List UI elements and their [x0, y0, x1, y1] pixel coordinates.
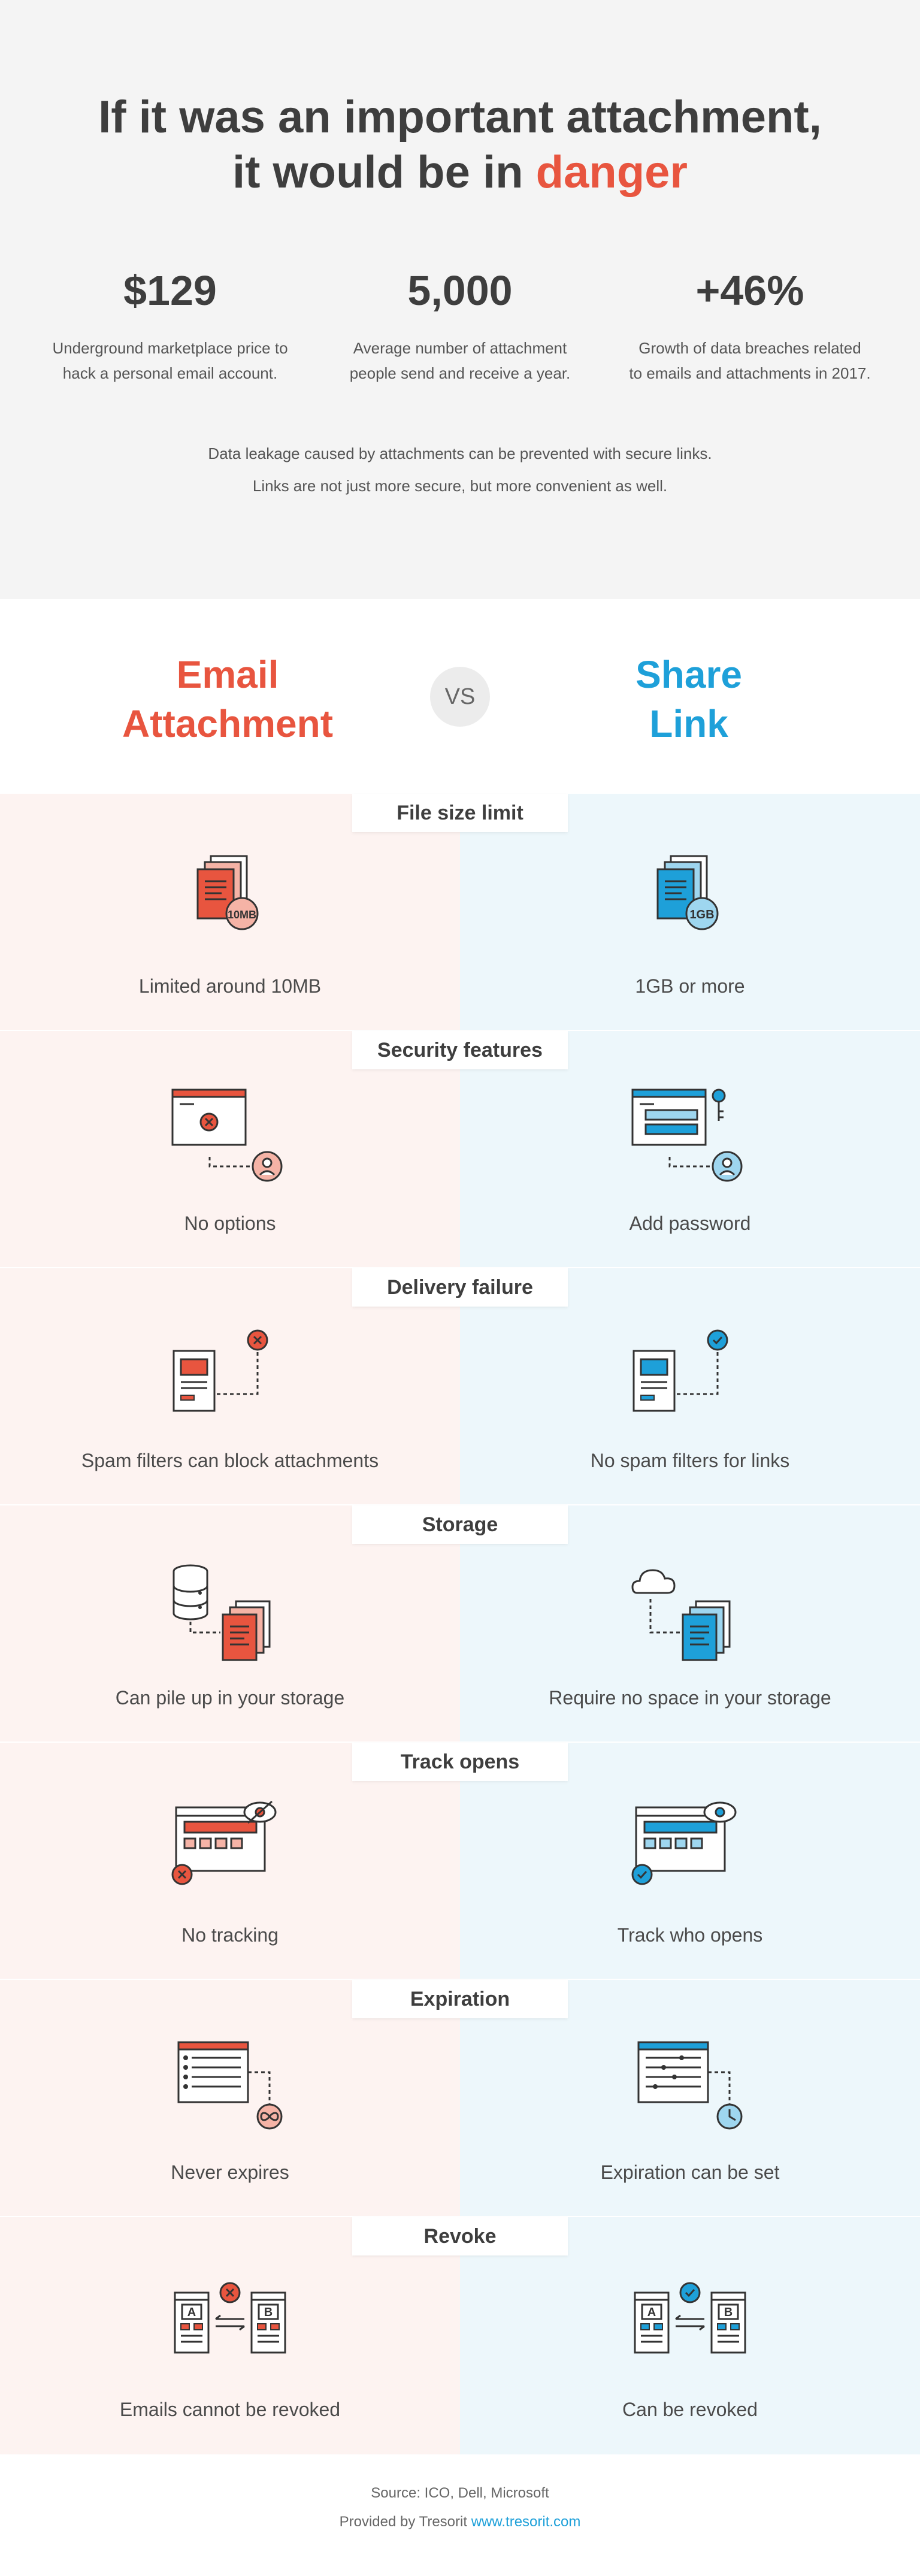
section-track-opens: Track opens [0, 1743, 920, 1981]
svg-text:A: A [647, 2306, 656, 2319]
heading-line: Share [635, 653, 742, 696]
email-label: No tracking [181, 1924, 279, 1946]
title-prefix: it would be in [232, 147, 536, 198]
section-divider [0, 2216, 920, 2218]
section-divider [0, 1267, 920, 1269]
link-label: Track who opens [617, 1924, 763, 1946]
file-stack-icon: 10MB [196, 855, 259, 930]
provided-by: Provided by Tresorit www.tresorit.com [0, 2514, 920, 2530]
email-label: No options [184, 1213, 276, 1234]
svg-text:1GB: 1GB [689, 908, 714, 921]
stat-price: $129 Underground marketplace price to ha… [17, 264, 323, 386]
section-divider [0, 1030, 920, 1032]
svg-text:B: B [264, 2306, 273, 2319]
svg-text:A: A [187, 2306, 196, 2319]
browser-password-icon [631, 1089, 743, 1182]
link-side [460, 1268, 920, 1505]
section-title: Expiration [352, 1980, 568, 2018]
svg-text:B: B [724, 2306, 733, 2319]
section-divider [0, 1504, 920, 1506]
email-label: Can pile up in your storage [115, 1687, 345, 1709]
section-storage: Storage Can pil [0, 1505, 920, 1743]
email-attachment-heading: Email Attachment [36, 650, 419, 748]
email-label: Limited around 10MB [138, 975, 322, 997]
stat-desc-line: Underground marketplace price to [52, 339, 288, 357]
email-label: Never expires [171, 2161, 289, 2183]
vs-badge: VS [430, 667, 490, 727]
share-link-heading: Share Link [497, 650, 880, 748]
comparison-sections: File size limit 10MB 1GB Limited around … [0, 794, 920, 2456]
stat-number: +46% [695, 267, 804, 314]
link-label: Expiration can be set [600, 2161, 780, 2183]
comparison-heading: Email Attachment VS Share Link [0, 599, 920, 794]
phones-exchange-icon: A B [174, 2282, 286, 2354]
link-label: Can be revoked [622, 2399, 758, 2420]
link-side [460, 2217, 920, 2454]
header-section: If it was an important attachment, it wo… [0, 0, 920, 599]
stat-description: Underground marketplace price to hack a … [17, 335, 323, 386]
cloud-files-icon [631, 1569, 731, 1661]
stat-desc-line: Average number of attachment [353, 339, 567, 357]
browser-no-options-icon [171, 1089, 283, 1182]
stat-number: $129 [123, 267, 217, 314]
tresorit-link[interactable]: www.tresorit.com [471, 2514, 581, 2530]
title-line-1: If it was an important attachment, [98, 92, 822, 143]
footer: Source: ICO, Dell, Microsoft Provided by… [0, 2456, 920, 2576]
stat-description: Growth of data breaches related to email… [597, 335, 903, 386]
svg-text:10MB: 10MB [228, 909, 256, 921]
provided-prefix: Provided by Tresorit [339, 2514, 471, 2530]
section-title: Delivery failure [352, 1268, 568, 1307]
stat-number: 5,000 [407, 267, 513, 314]
stat-desc-line: to emails and attachments in 2017. [629, 364, 871, 382]
intro-note: Data leakage caused by attachments can b… [0, 437, 920, 502]
note-line: Data leakage caused by attachments can b… [208, 445, 712, 462]
file-stack-icon: 1GB [656, 855, 719, 930]
stat-desc-line: Growth of data breaches related [638, 339, 861, 357]
heading-line: Attachment [122, 702, 334, 745]
link-label: Require no space in your storage [549, 1687, 831, 1709]
section-title: Security features [352, 1031, 568, 1069]
section-title: Track opens [352, 1743, 568, 1781]
section-title: Storage [352, 1505, 568, 1544]
email-side [0, 1031, 460, 1268]
section-file-size: File size limit 10MB 1GB Limited around … [0, 794, 920, 1032]
email-label: Emails cannot be revoked [119, 2399, 341, 2420]
document-blocked-icon [172, 1329, 268, 1412]
link-label: Add password [629, 1213, 751, 1234]
database-files-icon [172, 1564, 271, 1661]
list-clock-icon [637, 2041, 743, 2130]
stat-attachments: 5,000 Average number of attachment peopl… [307, 264, 613, 386]
section-expiration: Expiration Never expires Expirat [0, 1980, 920, 2218]
source-text: Source: ICO, Dell, Microsoft [371, 2485, 549, 2501]
section-title: Revoke [352, 2217, 568, 2255]
stat-growth: +46% Growth of data breaches related to … [597, 264, 903, 386]
list-infinity-icon [177, 2041, 283, 2130]
section-security: Security features [0, 1031, 920, 1269]
browser-tracking-icon [631, 1801, 737, 1885]
browser-no-tracking-icon [171, 1800, 277, 1885]
note-line: Links are not just more secure, but more… [252, 477, 668, 495]
section-divider [0, 1979, 920, 1981]
page-title: If it was an important attachment, it wo… [0, 90, 920, 200]
section-delivery: Delivery failure Spam filters can block … [0, 1268, 920, 1506]
section-title: File size limit [352, 794, 568, 832]
title-line-2: it would be in danger [0, 145, 920, 200]
stat-desc-line: people send and receive a year. [349, 364, 571, 382]
email-side [0, 2217, 460, 2454]
section-divider [0, 1741, 920, 1743]
email-label: Spam filters can block attachments [81, 1450, 379, 1471]
stat-desc-line: hack a personal email account. [62, 364, 278, 382]
stat-description: Average number of attachment people send… [307, 335, 613, 386]
heading-line: Link [649, 702, 728, 745]
link-label: 1GB or more [635, 975, 745, 997]
link-side [460, 1031, 920, 1268]
email-side [0, 1268, 460, 1505]
link-label: No spam filters for links [590, 1450, 790, 1471]
phones-revoke-icon: A B [634, 2282, 746, 2354]
document-delivered-icon [632, 1329, 728, 1412]
title-highlight: danger [535, 147, 688, 198]
section-revoke: Revoke A B A [0, 2217, 920, 2454]
heading-line: Email [176, 653, 279, 696]
